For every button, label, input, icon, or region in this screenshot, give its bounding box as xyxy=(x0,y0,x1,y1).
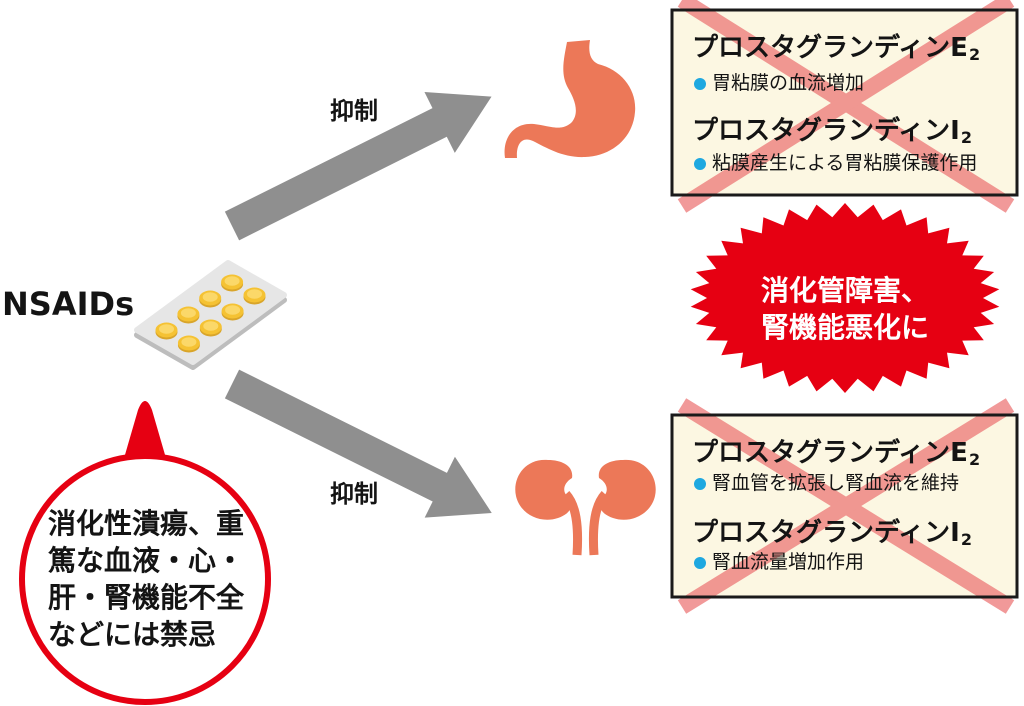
arrow-icon xyxy=(224,369,492,518)
cross-stroke xyxy=(677,398,1015,614)
title-subscript: 2 xyxy=(968,450,981,469)
title-subscript: 2 xyxy=(960,128,972,147)
title-text: プロスタグランディンI xyxy=(692,116,960,146)
effect-line: 腎血管を拡張し腎血流を維持 xyxy=(694,474,959,493)
title-text: プロスタグランディンE xyxy=(692,438,968,468)
bullet-dot-icon xyxy=(694,477,706,490)
stomach-icon xyxy=(504,40,636,158)
alert-burst-text: 消化管障害、 腎機能悪化に xyxy=(690,272,1000,346)
box-border xyxy=(670,413,1019,599)
prostaglandin-i2-title: プロスタグランディンI2 xyxy=(692,116,972,147)
arrow-icon xyxy=(224,92,492,241)
bullet-dot-icon xyxy=(694,157,706,170)
blister-pack-icon xyxy=(134,260,287,370)
pill xyxy=(177,306,200,324)
kidneys-icon xyxy=(515,459,656,556)
pills xyxy=(155,274,266,353)
prostaglandin-i2-title: プロスタグランディンI2 xyxy=(692,518,972,549)
cross-stroke xyxy=(677,0,1015,213)
pill xyxy=(177,335,200,353)
alert-line: 消化管障害、 xyxy=(760,274,929,307)
contraindication-text: 消化性潰瘍、重 篤な血液・心・ 肝・腎機能不全 などには禁忌 xyxy=(48,505,244,653)
pill xyxy=(199,290,222,308)
speech-bubble-icon xyxy=(19,401,271,705)
upper-inhibit-arrow xyxy=(224,92,492,241)
pill xyxy=(221,274,244,292)
effect-text: 粘膜産生による胃粘膜保護作用 xyxy=(712,152,978,174)
left-kidney xyxy=(515,459,573,520)
drug-label: NSAIDs xyxy=(2,285,135,323)
bubble-circle xyxy=(19,453,271,705)
upper-arrow-label: 抑制 xyxy=(330,97,378,125)
effect-line: 胃粘膜の血流増加 xyxy=(694,74,864,93)
bullet-dot-icon xyxy=(694,77,706,90)
right-kidney xyxy=(598,459,656,520)
pill xyxy=(243,287,266,305)
title-subscript: 2 xyxy=(968,45,981,64)
cross-mark-icon xyxy=(677,0,1015,213)
title-subscript: 2 xyxy=(960,530,972,549)
pill xyxy=(221,303,244,321)
contraindication-line: 肝・腎機能不全 xyxy=(48,581,245,614)
prostaglandin-e2-title: プロスタグランディンE2 xyxy=(692,33,981,64)
title-text: プロスタグランディンE xyxy=(692,33,968,63)
lower-arrow-label: 抑制 xyxy=(330,480,378,508)
pill xyxy=(199,319,222,337)
contraindication-line: 消化性潰瘍、重 xyxy=(48,507,245,540)
stomach-prostaglandin-box xyxy=(670,0,1019,213)
effect-line: 腎血流量増加作用 xyxy=(694,553,864,572)
contraindication-line: 篤な血液・心・ xyxy=(48,544,245,577)
prostaglandin-e2-title: プロスタグランディンE2 xyxy=(692,438,981,469)
starburst-icon xyxy=(690,203,1000,393)
effect-text: 腎血流量増加作用 xyxy=(712,551,865,573)
box-border xyxy=(670,8,1019,197)
pill xyxy=(155,322,178,340)
kidney-prostaglandin-box xyxy=(670,398,1019,614)
lower-inhibit-arrow xyxy=(224,369,492,518)
effect-line: 粘膜産生による胃粘膜保護作用 xyxy=(694,154,977,173)
contraindication-line: などには禁忌 xyxy=(48,618,217,651)
alert-line: 腎機能悪化に xyxy=(760,311,929,344)
effect-text: 胃粘膜の血流増加 xyxy=(712,72,865,94)
bullet-dot-icon xyxy=(694,556,706,569)
cross-mark-icon xyxy=(677,398,1015,614)
effect-text: 腎血管を拡張し腎血流を維持 xyxy=(712,472,960,494)
title-text: プロスタグランディンI xyxy=(692,518,960,548)
